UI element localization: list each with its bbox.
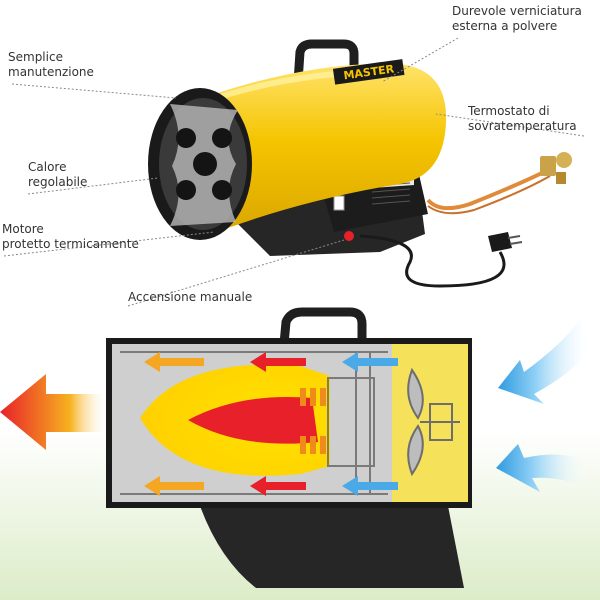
power-cord (359, 234, 506, 288)
hot-air-arrow-bottom-left (144, 476, 204, 496)
gas-regulator (540, 152, 572, 184)
hot-air-outlet-arrow (0, 374, 108, 450)
heater-illustration: MASTER (148, 39, 572, 288)
power-plug (488, 232, 512, 252)
cutaway-diagram (0, 307, 592, 588)
warm-air-arrow-bottom-mid (250, 476, 306, 496)
label-line: Durevole verniciatura (452, 4, 582, 18)
burner-head (300, 388, 326, 454)
cold-air-inlet-arrow-top (498, 320, 592, 404)
label-line: manutenzione (8, 65, 94, 79)
gas-hose (426, 168, 549, 211)
grille-hole (212, 180, 232, 200)
cold-air-arrow-top-right (342, 352, 398, 372)
label-line: Semplice (8, 50, 63, 64)
label-line: Accensione manuale (128, 290, 253, 304)
brand-strip (332, 59, 405, 85)
fan (407, 367, 460, 477)
grille-hole (176, 180, 196, 200)
cold-air-inlet-arrow-bottom (496, 444, 588, 492)
chamber-frame (120, 351, 388, 495)
label-line: Termostato di (468, 104, 550, 118)
label-termostato-sovratemperatura: Termostato di sovratemperatura (468, 104, 577, 134)
hot-air-arrow-top-left (144, 352, 204, 372)
label-durevole-verniciatura: Durevole verniciatura esterna a polvere (452, 4, 582, 34)
power-switch (333, 195, 345, 211)
ignition-button (344, 231, 354, 241)
carry-handle (293, 39, 359, 83)
label-line: regolabile (28, 175, 88, 189)
cutaway-base (200, 506, 464, 588)
grille-hole (193, 152, 217, 176)
cold-air-arrow-bottom-right (342, 476, 398, 496)
label-line: esterna a polvere (452, 19, 558, 33)
leader-lines (3, 37, 585, 307)
label-semplice-manutenzione: Semplice manutenzione (8, 50, 94, 80)
label-line: protetto termicamente (2, 237, 139, 251)
label-line: sovratemperatura (468, 119, 577, 133)
label-line: Calore (28, 160, 67, 174)
warm-air-arrow-top-mid (250, 352, 306, 372)
label-calore-regolabile: Calore regolabile (28, 160, 87, 190)
cutaway-handle (279, 307, 367, 345)
grille-hole (176, 128, 196, 148)
label-accensione-manuale: Accensione manuale (128, 290, 252, 305)
label-motore-protetto: Motore protetto termicamente (2, 222, 139, 252)
flame-inner (188, 396, 318, 444)
label-line: Motore (2, 222, 44, 236)
grille-hole (212, 128, 232, 148)
air-flow-arrows (144, 352, 398, 496)
